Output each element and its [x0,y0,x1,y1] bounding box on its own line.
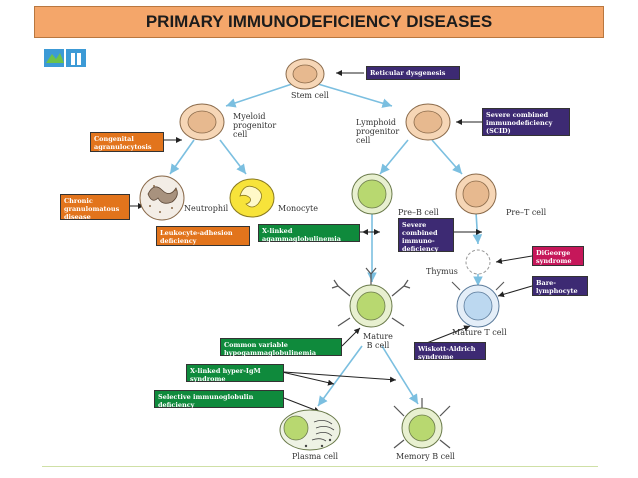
footer-divider [42,466,598,467]
neutrophil-cell [139,175,185,221]
pre-t-cell [455,173,497,215]
label-mature-b-cell: Mature B cell [363,332,393,350]
disease-digeorge-syndrome: DiGeorge syndrome [532,246,584,266]
mature-t-cell [451,281,505,328]
stem-cell [285,58,325,90]
disease-scid-immunodeficiency: Severe combined immuno- deficiency [398,218,454,253]
label-myeloid-progenitor: Myeloid progenitor cell [233,112,277,139]
label-neutrophil: Neutrophil [184,204,229,213]
disease-leukocyte-adhesion-deficiency: Leukocyte-adhesion deficiency [156,226,250,246]
lymphoid-progenitor-cell [405,103,451,141]
slide-title: PRIMARY IMMUNODEFICIENCY DISEASES [34,6,604,38]
disease-reticular-dysgenesis: Reticular dysgenesis [366,66,460,80]
disease-bare-lymphocyte-syndrome: Bare-lymphocyte syndrome [532,276,588,303]
label-pre-t-cell: Pre–T cell [506,208,547,217]
lineage-arrows [169,83,483,407]
label-mature-t-cell: Mature T cell [452,328,507,337]
myeloid-progenitor-cell [179,103,225,141]
label-lymphoid-progenitor: Lymphoid progenitor cell [356,118,400,145]
memory-b-cell [393,398,451,449]
plasma-cell [279,409,341,451]
disease-chronic-granulomatous: Chronic granulomatous disease [60,194,130,221]
mature-b-cell [331,267,411,328]
disease-scid: Severe combined immunodeficiency (SCID) [482,108,570,136]
disease-x-linked-agammaglobulinemia: X-linked agammaglobulinemia [258,224,360,243]
disease-x-linked-hyper-igm: X-linked hyper-IgM syndrome [186,364,284,383]
label-pre-b-cell: Pre–B cell [398,208,439,217]
logo-icon [44,49,86,67]
label-memory-b-cell: Memory B cell [396,452,455,461]
disease-selective-immunoglobulin-deficiency: Selective immunoglobulin deficiency [154,390,284,409]
pre-b-cell [351,173,393,215]
monocyte-cell [229,178,275,218]
disease-congenital-agranulocytosis: Congenital agranulocytosis [90,132,164,152]
thymus-outline [465,249,491,275]
disease-wiskott-aldrich-syndrome: Wiskott-Aldrich syndrome [414,342,486,361]
disease-common-variable-hypogammaglobulinemia: Common variable hypogammaglobulinemia [220,338,342,357]
label-plasma-cell: Plasma cell [292,452,339,461]
label-monocyte: Monocyte [278,204,318,213]
label-stem-cell: Stem cell [291,91,329,100]
label-thymus: Thymus [426,267,458,276]
